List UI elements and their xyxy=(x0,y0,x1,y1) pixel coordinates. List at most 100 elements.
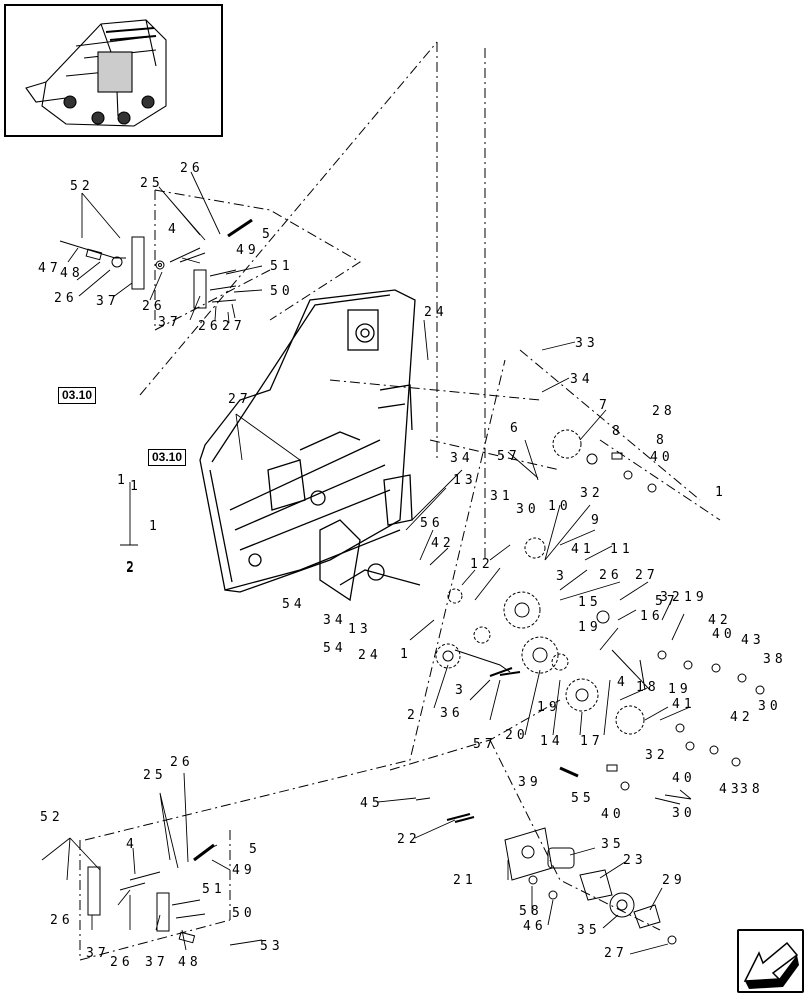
part-label-l49: 57 xyxy=(655,594,679,609)
upper-left-cluster xyxy=(59,218,253,309)
part-label-l70: 19 xyxy=(537,700,561,715)
part-label-l35: 9 xyxy=(591,513,603,528)
part-label-m01: 26 xyxy=(50,913,74,928)
part-label-l10: 50 xyxy=(270,284,294,299)
part-label-m06: 37 xyxy=(145,955,169,970)
part-label-l80: 39 xyxy=(518,775,542,790)
part-label-l60: 24 xyxy=(358,648,382,663)
part-label-l89: 29 xyxy=(662,873,686,888)
part-label-l30: 1 xyxy=(715,485,727,500)
part-label-l82: 40 xyxy=(601,807,625,822)
part-label-l58: 38 xyxy=(763,652,787,667)
part-label-l84: 45 xyxy=(360,796,384,811)
part-label-l39: 11 xyxy=(610,542,634,557)
part-label-l65: 19 xyxy=(668,682,692,697)
part-label-m09: 1 xyxy=(149,519,161,534)
part-label-l79: 38 xyxy=(740,782,764,797)
part-label-l31: 31 xyxy=(490,489,514,504)
part-label-l63: 4 xyxy=(617,675,629,690)
part-label-l86: 35 xyxy=(601,837,625,852)
part-label-l29: 13 xyxy=(453,473,477,488)
part-label-m05: 26 xyxy=(110,955,134,970)
part-label-l95: 26 xyxy=(170,755,194,770)
arrow-icon xyxy=(743,941,799,989)
part-label-l14: 37 xyxy=(158,315,182,330)
part-label-m08: 53 xyxy=(260,939,284,954)
part-label-l46: 19 xyxy=(684,590,708,605)
part-label-l73: 41 xyxy=(672,697,696,712)
part-label-l67: 2 xyxy=(407,708,419,723)
part-label-l53: 34 xyxy=(323,613,347,628)
part-label-l87: 23 xyxy=(623,853,647,868)
part-label-l56: 43 xyxy=(741,633,765,648)
gear-train xyxy=(435,429,651,735)
leader-lines xyxy=(41,171,692,955)
part-label-l08: 49 xyxy=(236,243,260,258)
part-label-l38: 41 xyxy=(571,542,595,557)
next-page-button[interactable] xyxy=(737,929,804,993)
part-label-l44: 15 xyxy=(578,595,602,610)
part-label-l74: 42 xyxy=(730,710,754,725)
part-label-l05: 4 xyxy=(168,222,180,237)
phantom-outline xyxy=(79,41,721,961)
part-label-l93: 27 xyxy=(604,946,628,961)
part-label-l77: 40 xyxy=(672,771,696,786)
part-label-l66: 30 xyxy=(758,699,782,714)
part-label-l18: 33 xyxy=(575,336,599,351)
part-label-l61: 1 xyxy=(400,647,412,662)
part-label-l62: 3 xyxy=(455,683,467,698)
part-label-l59: 54 xyxy=(323,641,347,656)
part-label-l23: 28 xyxy=(652,404,676,419)
part-label-l11: 26 xyxy=(54,291,78,306)
part-label-l19: 34 xyxy=(570,372,594,387)
part-label-l52: 42 xyxy=(708,613,732,628)
part-label-l99: 49 xyxy=(232,863,256,878)
part-label-l24: 6 xyxy=(510,421,522,436)
part-label-l83: 30 xyxy=(672,806,696,821)
part-label-m03: 50 xyxy=(232,906,256,921)
part-label-l02: 25 xyxy=(140,176,164,191)
part-label-l45: 32 xyxy=(660,590,684,605)
part-label-l04: 5 xyxy=(262,227,274,242)
reference-tag-left[interactable]: 03.10 xyxy=(58,387,97,404)
part-label-l48: 2 xyxy=(126,560,138,575)
part-label-l20: 27 xyxy=(228,392,252,407)
part-label-l57: 13 xyxy=(348,622,372,637)
part-label-l22: 8 xyxy=(612,424,624,439)
part-label-l01: 52 xyxy=(70,179,94,194)
part-label-l12: 37 xyxy=(96,294,120,309)
part-label-l71: 14 xyxy=(540,734,564,749)
part-label-l15: 26 xyxy=(198,319,222,334)
part-label-l75: 57 xyxy=(473,737,497,752)
part-label-l21: 7 xyxy=(599,398,611,413)
hardware-right xyxy=(559,452,765,805)
part-label-l76: 32 xyxy=(645,748,669,763)
part-label-l88: 21 xyxy=(453,873,477,888)
part-label-l25: 8 xyxy=(656,433,668,448)
part-label-l50: 16 xyxy=(640,609,664,624)
part-label-l13: 26 xyxy=(142,299,166,314)
part-label-l07: 48 xyxy=(60,266,84,281)
part-label-l92: 35 xyxy=(577,923,601,938)
part-label-l69: 20 xyxy=(505,728,529,743)
part-label-l27: 57 xyxy=(497,449,521,464)
part-label-l03: 26 xyxy=(180,161,204,176)
part-label-l36: 56 xyxy=(420,516,444,531)
part-label-l06: 47 xyxy=(38,261,62,276)
part-label-m02: 51 xyxy=(202,882,226,897)
part-label-l68: 36 xyxy=(440,706,464,721)
part-label-l16: 27 xyxy=(222,319,246,334)
part-label-l43: 27 xyxy=(635,568,659,583)
part-label-l90: 58 xyxy=(519,904,543,919)
part-label-l17: 24 xyxy=(424,305,448,320)
reference-tag-inner[interactable]: 03.10 xyxy=(148,449,187,466)
part-label-l54: 19 xyxy=(578,620,602,635)
overview-thumbnail xyxy=(4,4,223,137)
part-label-l97: 5 xyxy=(249,842,261,857)
part-label-l42: 26 xyxy=(599,568,623,583)
part-label-l47: 1 xyxy=(117,473,129,488)
part-label-l94: 25 xyxy=(143,768,167,783)
part-label-m07: 48 xyxy=(178,955,202,970)
